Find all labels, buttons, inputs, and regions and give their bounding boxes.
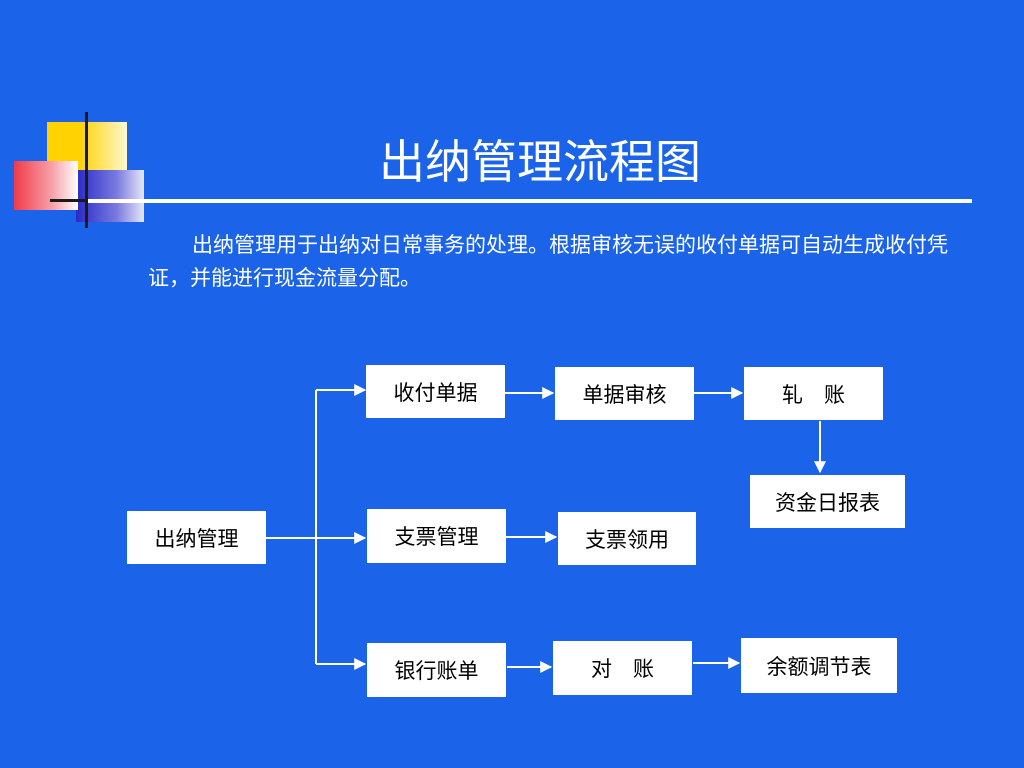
node-check-management: 支票管理 [367,509,506,563]
slide-description: 出纳管理用于出纳对日常事务的处理。根据审核无误的收付单据可自动生成收付凭证，并能… [148,233,948,290]
node-bank-statement: 银行账单 [367,643,506,697]
node-balance-adjustment: 余额调节表 [741,638,897,693]
decor-horizontal-line [50,199,90,202]
node-document-review: 单据审核 [555,367,694,420]
node-cashier-management: 出纳管理 [127,511,266,564]
node-receipt-documents: 收付单据 [366,365,505,418]
title-divider [88,199,972,203]
decor-vertical-line [85,112,88,228]
node-fund-daily-report: 资金日报表 [750,475,905,528]
slide-title: 出纳管理流程图 [379,135,701,189]
node-reconciliation: 对 账 [553,641,692,695]
node-check-usage: 支票领用 [558,512,696,565]
node-posting: 轧 账 [744,367,883,420]
